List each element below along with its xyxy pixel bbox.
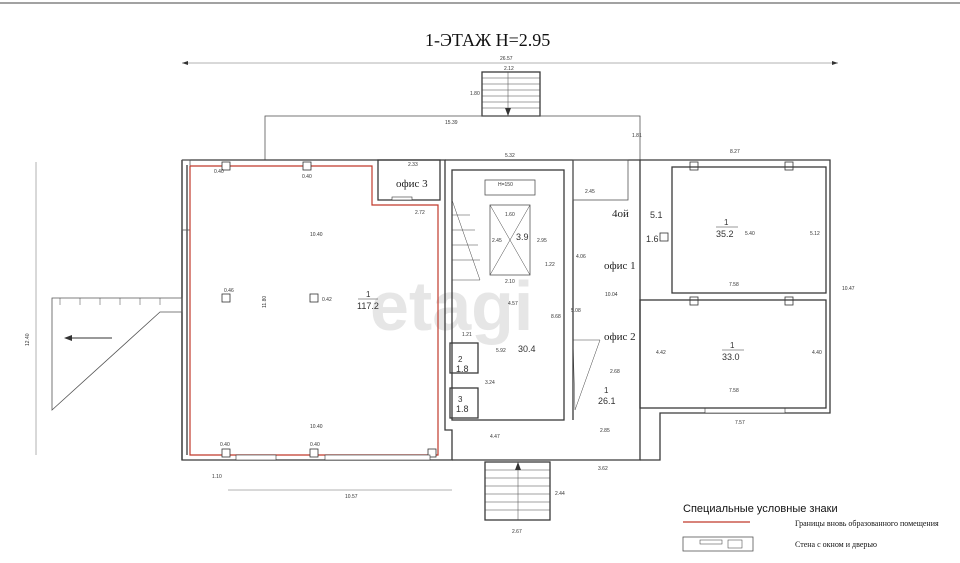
dim-268: 2.68 <box>610 369 620 375</box>
dim-827: 8.27 <box>730 149 740 155</box>
central-hall <box>451 169 565 421</box>
room-33-num: 1 <box>730 341 735 350</box>
dim-362: 3.62 <box>598 466 608 472</box>
room-51-area: 5.1 <box>650 210 663 220</box>
dim-512: 5.12 <box>810 231 820 237</box>
dim-stair-top: 2.12 <box>504 66 514 72</box>
right-corridor <box>572 159 629 420</box>
dim-top-overall: 26.57 <box>500 56 513 62</box>
dim-1047: 10.47 <box>842 286 855 292</box>
dim-440: 4.40 <box>812 350 822 356</box>
room-big-area: 117.2 <box>357 301 379 311</box>
office2-label: офис 2 <box>604 331 636 343</box>
dim-245: 2.45 <box>492 238 502 244</box>
dim-540: 5.40 <box>745 231 755 237</box>
room-26-area: 26.1 <box>598 396 616 406</box>
new-room-boundary <box>189 165 439 456</box>
dim-1057: 10.57 <box>345 494 358 500</box>
dim-121: 1.21 <box>462 332 472 338</box>
col-dim-2: 0.40 <box>302 174 312 180</box>
room-2 <box>449 342 479 374</box>
dim-181: 1.81 <box>632 133 642 139</box>
dim-267: 2.67 <box>512 529 522 535</box>
dim-758a: 7.58 <box>729 282 739 288</box>
room-304-area: 30.4 <box>518 344 536 354</box>
room-26-num: 1 <box>604 386 609 395</box>
room-big-num: 1 <box>366 290 371 299</box>
dim-285: 2.85 <box>600 428 610 434</box>
dim-868: 8.68 <box>551 314 561 320</box>
dim-592: 5.92 <box>496 348 506 354</box>
col-dim-4: 0.42 <box>322 297 332 303</box>
room-33-area: 33.0 <box>722 352 740 362</box>
room-3-num: 3 <box>458 395 463 404</box>
dim-160: 1.60 <box>505 212 515 218</box>
dim-left-overall: 12.40 <box>25 333 31 346</box>
dim-110: 1.10 <box>212 474 222 480</box>
legend-item1: Границы вновь образованного помещения <box>795 519 939 528</box>
room-3 <box>449 387 479 419</box>
dim-758b: 7.58 <box>729 388 739 394</box>
dim-757: 7.57 <box>735 420 745 426</box>
room-3-area: 1.8 <box>456 404 469 414</box>
columns <box>221 161 794 458</box>
room-small-area: 1.6 <box>646 234 659 244</box>
room-35 <box>671 166 827 294</box>
dim-1180: 11.80 <box>262 296 268 308</box>
dim-272: 2.72 <box>415 210 425 216</box>
room-2-num: 2 <box>458 355 463 364</box>
dim-1040-bot: 10.40 <box>310 424 323 430</box>
room-39-area: 3.9 <box>516 232 529 242</box>
dim-244: 2.44 <box>555 491 565 497</box>
room-33 <box>639 299 827 409</box>
dim-porch-width: 15.39 <box>445 120 458 126</box>
dim-245b: 2.45 <box>585 189 595 195</box>
legend-title: Специальные условные знаки <box>683 503 838 515</box>
dim-324: 3.24 <box>485 380 495 386</box>
dim-1004: 10.04 <box>605 292 618 298</box>
col-dim-5: 0.40 <box>220 442 230 448</box>
dim-442: 4.42 <box>656 350 666 356</box>
dim-447: 4.47 <box>490 434 500 440</box>
legend-item2: Стена с окном и дверью <box>795 540 877 549</box>
dim-457: 4.57 <box>508 301 518 307</box>
col-dim-3: 0.46 <box>224 288 234 294</box>
col-dim-1: 0.40 <box>214 169 224 175</box>
office1-label: офис 1 <box>604 260 636 272</box>
left-canopy <box>51 297 183 411</box>
office4-label: 4ой <box>612 208 629 220</box>
legend-wall-symbol <box>682 536 754 552</box>
room-35-num: 1 <box>724 218 729 227</box>
dim-1040-top: 10.40 <box>310 232 323 238</box>
dim-h150: Н=150 <box>498 182 513 188</box>
dim-122: 1.22 <box>545 262 555 268</box>
col-dim-6: 0.40 <box>310 442 320 448</box>
top-stair <box>481 71 541 117</box>
dim-arrow-left <box>182 61 188 65</box>
dim-532: 5.32 <box>505 153 515 159</box>
dim-233: 2.33 <box>408 162 418 168</box>
dim-508: 5.08 <box>571 308 581 314</box>
office3-label: офис 3 <box>396 178 428 190</box>
bottom-stair <box>484 461 551 521</box>
room-35-area: 35.2 <box>716 229 734 239</box>
window-office3 <box>391 196 413 201</box>
dim-210: 2.10 <box>505 279 515 285</box>
room-2-area: 1.8 <box>456 364 469 374</box>
dim-arrow-right <box>832 61 838 65</box>
dim-stair-side: 1.80 <box>470 91 480 97</box>
dim-295: 2.95 <box>537 238 547 244</box>
plan-title: 1-ЭТАЖ Н=2.95 <box>425 30 550 50</box>
dim-406: 4.06 <box>576 254 586 260</box>
